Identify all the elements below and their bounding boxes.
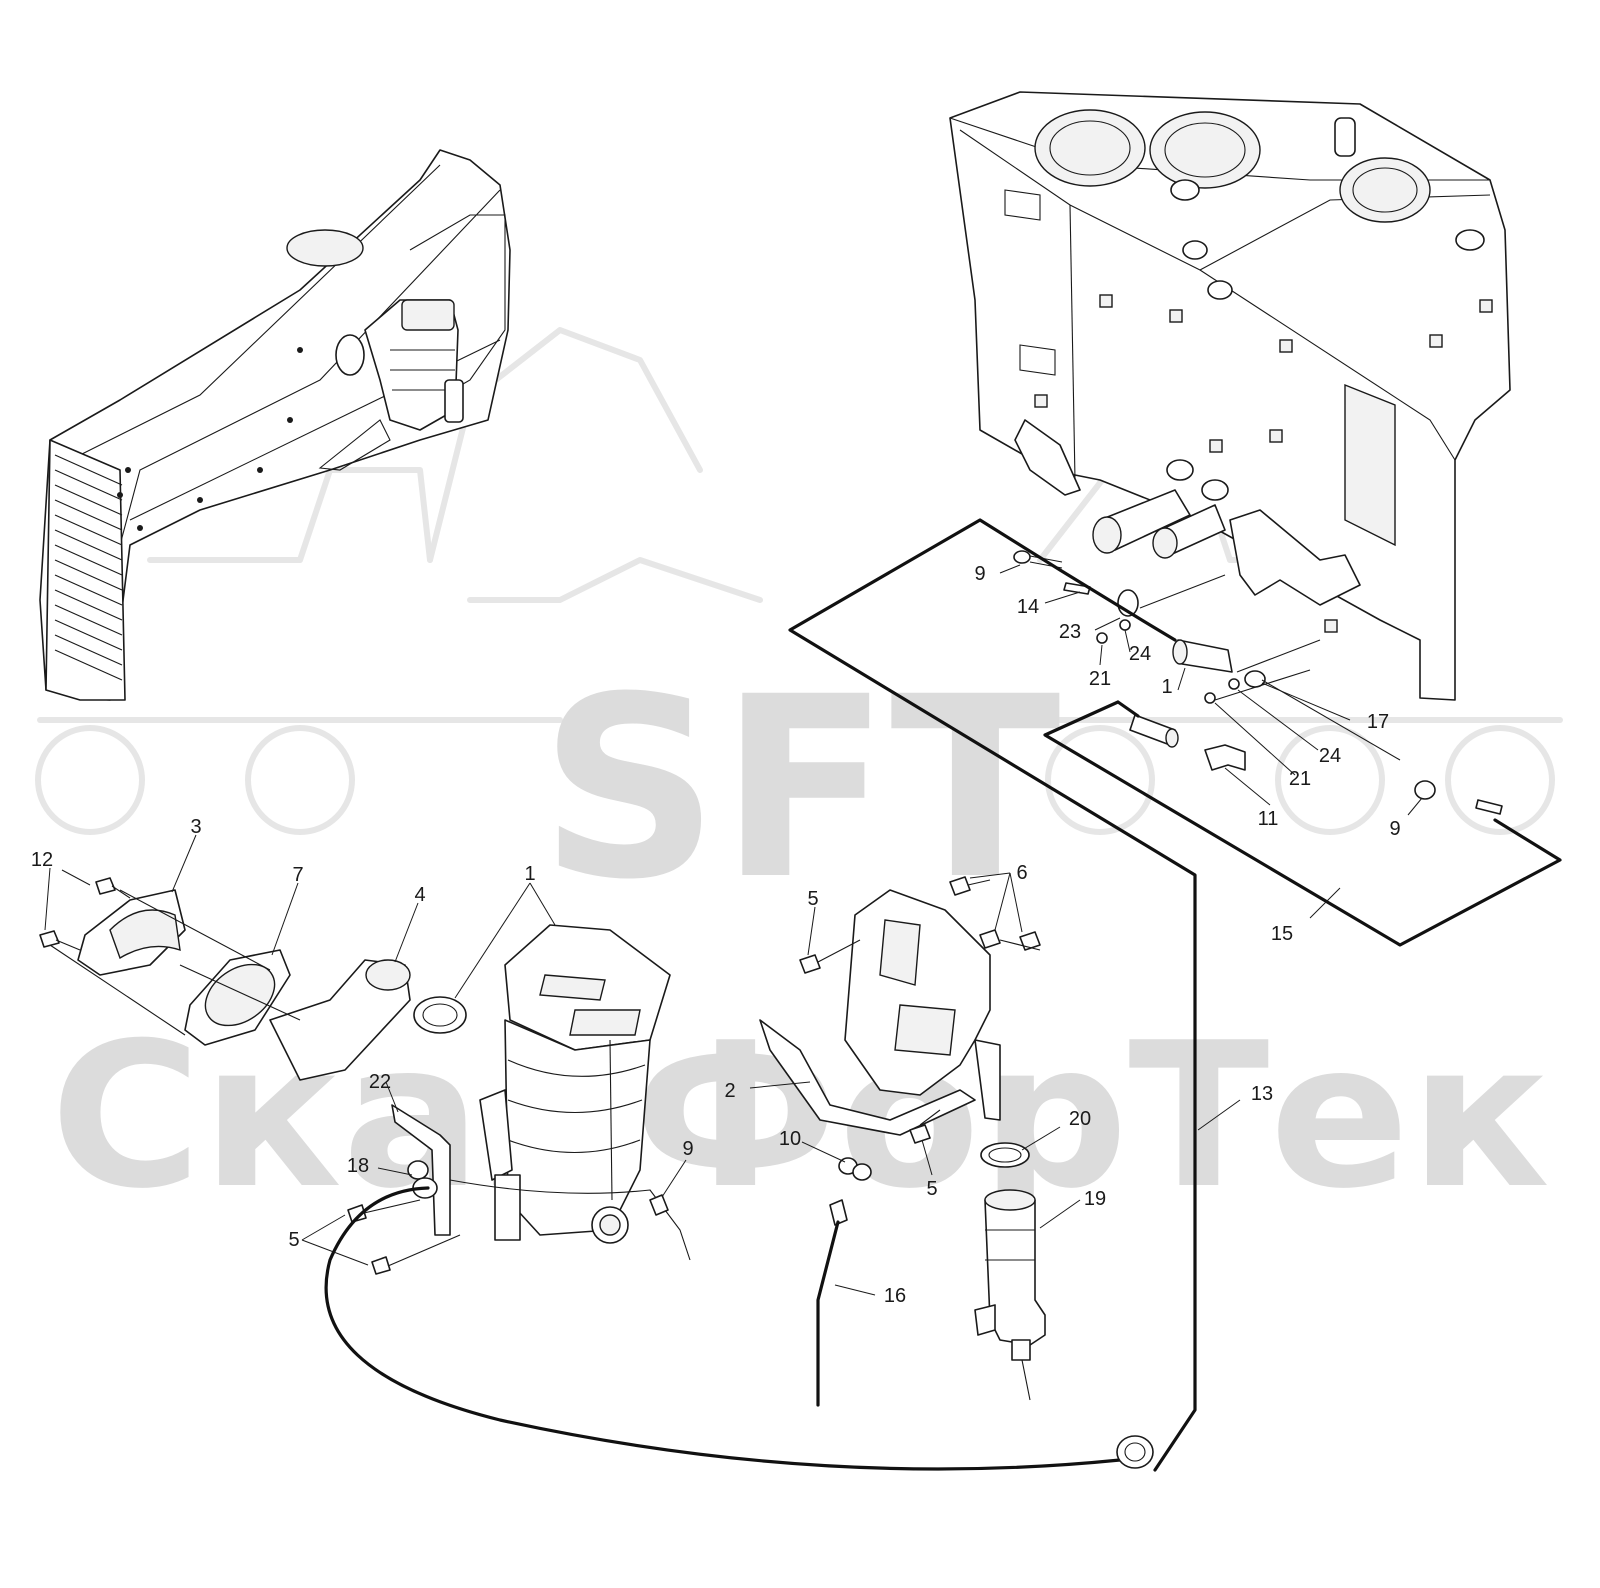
fuel-hose-13 bbox=[788, 518, 1197, 1472]
hose-clamp-top bbox=[1013, 550, 1031, 564]
chassis-frame bbox=[949, 91, 1511, 701]
fuel-line-parts bbox=[788, 518, 1562, 1472]
frame-studs bbox=[1034, 294, 1493, 633]
callout-12: 12 bbox=[31, 849, 53, 871]
fuel-pipe-16 bbox=[816, 1157, 872, 1407]
exhaust-clamp bbox=[413, 996, 467, 1034]
callout-5-heater: 5 bbox=[288, 1229, 299, 1251]
heater-bracket bbox=[347, 1104, 691, 1275]
bracket-tray bbox=[759, 1019, 976, 1136]
callout-22: 22 bbox=[369, 1071, 391, 1093]
callout-20: 20 bbox=[1069, 1108, 1091, 1130]
callout-2: 2 bbox=[724, 1080, 735, 1102]
bolt-6b bbox=[979, 929, 1001, 949]
bolt-6a bbox=[949, 876, 971, 896]
callout-11: 11 bbox=[1258, 808, 1279, 830]
hood-filler-opening bbox=[286, 229, 364, 267]
leader-lines bbox=[44, 564, 1423, 1296]
hose-clip bbox=[1116, 1435, 1154, 1469]
callout-4: 4 bbox=[414, 884, 425, 906]
mounting-bracket bbox=[759, 876, 1041, 1144]
callout-21-bottom: 21 bbox=[1289, 768, 1311, 790]
callout-24-top: 24 bbox=[1129, 643, 1151, 665]
bolt-5a bbox=[347, 1204, 367, 1223]
bolt-5c bbox=[799, 954, 821, 974]
callout-19: 19 bbox=[1084, 1188, 1106, 1210]
exhaust-parts bbox=[39, 877, 467, 1081]
callout-9-top: 9 bbox=[974, 563, 985, 585]
callout-14: 14 bbox=[1017, 596, 1039, 618]
callout-18: 18 bbox=[347, 1155, 369, 1177]
watermark-company-name: СкалФорТек bbox=[50, 1000, 1550, 1233]
callout-10: 10 bbox=[779, 1128, 801, 1150]
callout-13: 13 bbox=[1251, 1083, 1273, 1105]
bolt-5d bbox=[909, 1124, 931, 1144]
frame-tubes bbox=[1092, 459, 1229, 559]
hose-clamp-20 bbox=[980, 1142, 1030, 1168]
frame-bracket bbox=[1229, 509, 1361, 606]
callout-5-bracket: 5 bbox=[807, 888, 818, 910]
bolt-5b bbox=[371, 1256, 391, 1275]
exhaust-bolts bbox=[39, 877, 131, 951]
frame-openings bbox=[1034, 109, 1485, 300]
callout-3: 3 bbox=[190, 816, 201, 838]
callout-1-fuel-pump: 1 bbox=[1161, 676, 1172, 698]
callout-16: 16 bbox=[884, 1285, 906, 1307]
heater-fuel-hose bbox=[324, 1186, 1122, 1471]
hood-bolts bbox=[117, 347, 303, 531]
hood-assembly bbox=[39, 149, 511, 701]
hood-mounted-heater bbox=[318, 299, 464, 471]
fuel-elbow bbox=[1204, 744, 1246, 771]
air-heater bbox=[479, 924, 671, 1244]
callout-17: 17 bbox=[1367, 711, 1389, 733]
fuel-hose-15 bbox=[1043, 700, 1562, 947]
hood-grille bbox=[45, 439, 126, 701]
callout-1-heater: 1 bbox=[524, 863, 535, 885]
bracket-22 bbox=[391, 1104, 451, 1236]
callout-21-top: 21 bbox=[1089, 668, 1111, 690]
callout-labels: 1 1 2 3 4 5 5 5 6 7 9 9 9 10 11 12 13 14… bbox=[31, 563, 1401, 1307]
watermark-logo: SFT bbox=[539, 643, 1060, 934]
callout-5-tray: 5 bbox=[926, 1178, 937, 1200]
callout-15: 15 bbox=[1271, 923, 1293, 945]
callout-23: 23 bbox=[1059, 621, 1081, 643]
callout-24-bottom: 24 bbox=[1319, 745, 1341, 767]
callout-9-heater: 9 bbox=[682, 1138, 693, 1160]
callout-6: 6 bbox=[1016, 862, 1027, 884]
callout-9-right: 9 bbox=[1389, 818, 1400, 840]
water-pump bbox=[974, 1142, 1046, 1401]
callout-7: 7 bbox=[292, 864, 303, 886]
